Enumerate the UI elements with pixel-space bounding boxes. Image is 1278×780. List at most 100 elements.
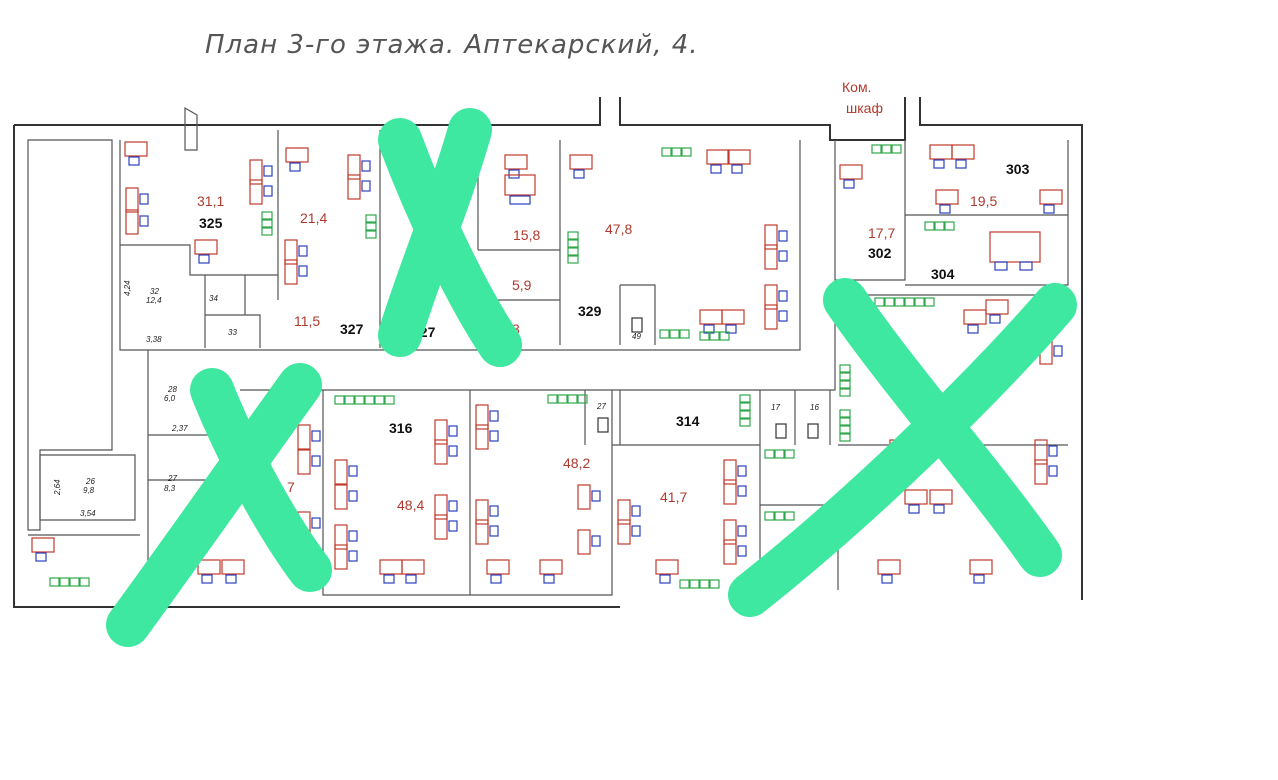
desk xyxy=(577,529,591,555)
shelf xyxy=(661,147,672,157)
chair xyxy=(489,505,499,517)
desk xyxy=(723,459,737,485)
desk xyxy=(125,187,139,213)
chair xyxy=(725,324,737,334)
area-5-9: 5,9 xyxy=(512,277,532,293)
chair xyxy=(348,530,358,542)
shelf xyxy=(365,230,377,239)
cabinet-label-line1: Ком. xyxy=(842,79,871,95)
shelf xyxy=(894,297,905,307)
shelf xyxy=(374,395,385,405)
chair xyxy=(591,490,601,502)
shelf xyxy=(344,395,355,405)
chair xyxy=(509,195,531,205)
shelf xyxy=(567,239,579,248)
chair xyxy=(448,445,458,457)
shelf xyxy=(679,329,690,339)
shelf xyxy=(874,297,885,307)
dim-label: 17 xyxy=(771,403,780,412)
shelf xyxy=(739,418,751,427)
desk xyxy=(475,519,489,545)
dim-label: 3,54 xyxy=(80,509,96,518)
desk xyxy=(539,559,563,575)
shelf xyxy=(784,511,795,521)
desk xyxy=(125,209,139,235)
desk xyxy=(475,499,489,525)
chair xyxy=(198,254,210,264)
area-316: 48,4 xyxy=(397,497,424,513)
desk xyxy=(249,179,263,205)
desk xyxy=(764,224,778,250)
shelf xyxy=(699,331,710,341)
chair xyxy=(1048,465,1058,477)
desk xyxy=(434,439,448,465)
area-7: 7 xyxy=(287,479,295,495)
desk xyxy=(723,539,737,565)
chair xyxy=(778,250,788,262)
area-3: 3 xyxy=(512,321,520,337)
chair xyxy=(35,552,47,562)
shelf xyxy=(261,211,273,220)
area-302: 17,7 xyxy=(868,225,895,241)
desk xyxy=(963,309,987,325)
room-316: 316 xyxy=(389,420,413,436)
shelf xyxy=(567,255,579,264)
shelf xyxy=(354,395,365,405)
chair xyxy=(489,410,499,422)
shelf xyxy=(739,402,751,411)
room-314: 314 xyxy=(676,413,700,429)
desk xyxy=(699,309,723,325)
desk xyxy=(764,304,778,330)
chair xyxy=(955,159,967,169)
x-mark-3 xyxy=(728,278,1077,617)
chair xyxy=(225,574,237,584)
chair xyxy=(1019,261,1033,271)
shelf xyxy=(839,433,851,442)
desk xyxy=(577,484,591,510)
desk xyxy=(194,239,218,255)
desk xyxy=(569,154,593,170)
area-48-2: 48,2 xyxy=(563,455,590,471)
desk xyxy=(985,299,1009,315)
desk xyxy=(764,244,778,270)
desk xyxy=(935,189,959,205)
shelf xyxy=(839,364,851,373)
desk xyxy=(723,479,737,505)
room-303: 303 xyxy=(1006,161,1030,177)
shelf xyxy=(839,417,851,426)
room-304: 304 xyxy=(931,266,955,282)
chair xyxy=(405,574,417,584)
shelf xyxy=(547,394,558,404)
chair xyxy=(881,574,893,584)
chair xyxy=(778,310,788,322)
desk xyxy=(334,459,348,485)
chair xyxy=(967,324,979,334)
shelf xyxy=(774,511,785,521)
chair xyxy=(139,215,149,227)
shelf xyxy=(567,394,578,404)
desk xyxy=(1039,189,1063,205)
chair xyxy=(973,574,985,584)
desk xyxy=(401,559,425,575)
chair xyxy=(989,314,1001,324)
chair xyxy=(489,525,499,537)
toilet xyxy=(775,423,787,439)
room-302: 302 xyxy=(868,245,892,261)
chair xyxy=(448,520,458,532)
chair xyxy=(311,430,321,442)
chair xyxy=(543,574,555,584)
desk xyxy=(221,559,245,575)
chair xyxy=(939,204,951,214)
desk xyxy=(727,149,751,165)
chair xyxy=(994,261,1008,271)
chair xyxy=(631,505,641,517)
shelf xyxy=(839,380,851,389)
area-303: 19,5 xyxy=(970,193,997,209)
desk xyxy=(929,489,953,505)
chair xyxy=(490,574,502,584)
desk xyxy=(617,499,631,525)
room-325: 325 xyxy=(199,215,223,231)
dim-label: 16 xyxy=(810,403,819,412)
chair xyxy=(448,500,458,512)
shelf xyxy=(669,329,680,339)
